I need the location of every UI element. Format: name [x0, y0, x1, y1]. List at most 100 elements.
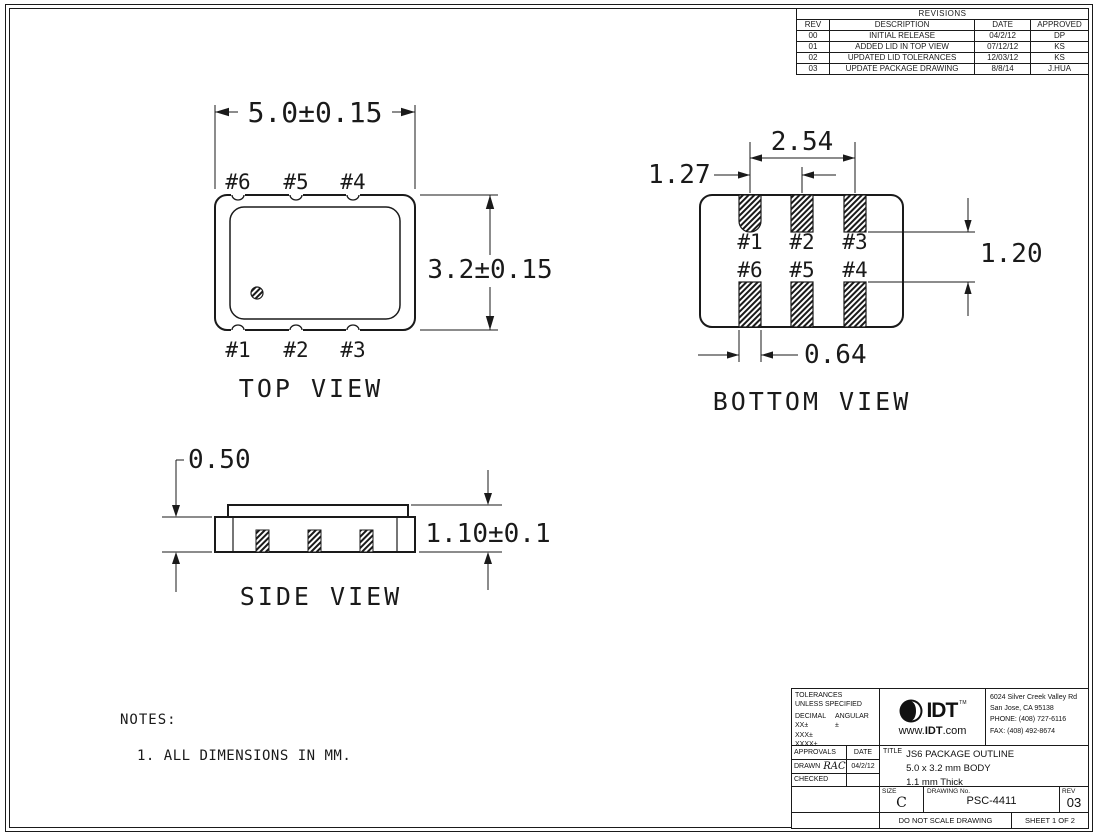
drawn-label: DRAWN [794, 762, 821, 770]
pin-label: #2 [789, 230, 814, 254]
bottom-view-label: BOTTOM VIEW [713, 387, 912, 416]
lid-profile [227, 504, 409, 518]
pin-label: #4 [842, 258, 867, 282]
sheet-inner-border [9, 8, 1089, 828]
approvals-label: APPROVALS [792, 746, 847, 759]
side-view-label: SIDE VIEW [240, 582, 402, 611]
pin-label: #2 [283, 338, 308, 362]
revision-row: 01 ADDED LID IN TOP VIEW 07/12/12 KS [796, 41, 1089, 53]
address-line: FAX: (408) 492-8674 [990, 727, 1055, 735]
revisions-table: REVISIONS REV DESCRIPTION DATE APPROVED … [796, 8, 1089, 75]
pin-label: #4 [340, 170, 365, 194]
description-cell: INITIAL RELEASE [828, 30, 976, 42]
date-label: DATE [853, 748, 873, 756]
side-pad [255, 529, 270, 553]
description-cell: UPDATE PACKAGE DRAWING [828, 63, 976, 75]
title-line-3: 1.1 mm Thick [906, 776, 963, 788]
pin-label: #5 [789, 258, 814, 282]
empty-cell [792, 813, 880, 828]
revision-row: 02 UPDATED LID TOLERANCES 12/03/12 KS [796, 52, 1089, 64]
idt-logo: IDT TM [898, 698, 967, 724]
drawing-no-value: PSC-4411 [966, 795, 1017, 807]
approved-cell: J.HUA [1030, 63, 1089, 75]
title-block-bottom-row: DO NOT SCALE DRAWING SHEET 1 OF 2 [792, 813, 1088, 828]
address-line: San Jose, CA 95138 [990, 705, 1054, 713]
pin-label: #6 [225, 170, 250, 194]
col-description: DESCRIPTION [828, 19, 976, 31]
sheet-outer-border [5, 4, 1093, 832]
revision-row: 03 UPDATE PACKAGE DRAWING 8/8/14 J.HUA [796, 63, 1089, 75]
revisions-title: REVISIONS [796, 8, 1089, 20]
notes-heading: NOTES: [120, 712, 177, 728]
logo-tm: TM [959, 699, 967, 706]
tol-xxx: XXX± [795, 731, 813, 739]
side-view-lid-dimension [172, 459, 184, 592]
side-view-drawing: 0.50 1.10±0.1 SIDE VIEW [162, 445, 551, 611]
checked-row: CHECKED [792, 773, 879, 786]
sheet-note: SHEET 1 OF 2 [1025, 816, 1075, 825]
pad-width-dim-text: 0.64 [804, 340, 867, 370]
revision-row: 00 INITIAL RELEASE 04/2/12 DP [796, 30, 1089, 42]
top-view-height-dimension [420, 194, 498, 331]
bottom-view-row-gap-dimension [868, 198, 975, 316]
approved-cell: DP [1030, 30, 1089, 42]
col-approved: APPROVED [1030, 19, 1089, 31]
tolerances-cell: TOLERANCES UNLESS SPECIFIED DECIMAL ANGU… [792, 689, 880, 748]
website: www.IDT.com [898, 724, 967, 737]
side-view-height-dimension [484, 470, 492, 590]
drawn-signature: RAC [823, 760, 846, 772]
date-cell: 12/03/12 [974, 52, 1032, 64]
top-view-width-dim-text: 5.0±0.15 [248, 96, 383, 129]
rev-value: 03 [1066, 795, 1082, 810]
col-date: DATE [974, 19, 1032, 31]
scale-note: DO NOT SCALE DRAWING [880, 813, 1012, 828]
description-cell: ADDED LID IN TOP VIEW [828, 41, 976, 53]
revisions-header-row: REV DESCRIPTION DATE APPROVED [796, 19, 1089, 31]
pad-4 [843, 281, 867, 328]
size-label: SIZE [882, 788, 897, 795]
drawn-date: 04/2/12 [851, 762, 875, 770]
tolerances-line2: UNLESS SPECIFIED [795, 701, 862, 709]
drawing-no-label: DRAWING No. [927, 788, 971, 795]
top-view-height-dim-text: 3.2±0.15 [427, 255, 552, 285]
pin-label: #3 [842, 230, 867, 254]
tolerances-line1: TOLERANCES [795, 692, 843, 699]
bottom-view-pad-width-dimension [698, 330, 798, 362]
description-cell: UPDATED LID TOLERANCES [828, 52, 976, 64]
lid-dim-text: 0.50 [188, 445, 251, 475]
decimal-label: DECIMAL [795, 712, 827, 720]
body-end-lines [232, 517, 398, 552]
tol-angular: ± [835, 722, 839, 730]
title-line-1: JS6 PACKAGE OUTLINE [906, 749, 1015, 760]
bottom-view-pitch-dimensions [714, 142, 856, 193]
pad-6 [738, 281, 762, 328]
size-value: C [896, 795, 907, 811]
top-view-width-dimension [214, 105, 416, 189]
logo-cell: IDT TM www.IDT.com [880, 689, 986, 745]
tol-xx: XX± [795, 722, 809, 730]
date-cell: 8/8/14 [974, 63, 1032, 75]
approvals-header-row: APPROVALS DATE [792, 746, 879, 760]
row-gap-dim-text: 1.20 [980, 239, 1043, 269]
angular-label: ANGULAR [835, 712, 869, 720]
pin-label: #6 [737, 258, 762, 282]
revisions-title-row: REVISIONS [796, 8, 1089, 20]
half-pitch-dim-text: 1.27 [648, 160, 711, 190]
height-dim-text: 1.10±0.1 [425, 519, 550, 549]
approved-cell: KS [1030, 52, 1089, 64]
logo-text: IDT [926, 699, 958, 722]
size-cell: SIZE C [880, 787, 924, 812]
date-cell: 07/12/12 [974, 41, 1032, 53]
address-line: 6024 Silver Creek Valley Rd [990, 694, 1078, 701]
pad-2 [790, 194, 814, 233]
pin1-marker-dot [250, 286, 264, 300]
pad-5 [790, 281, 814, 328]
drawing-number-cell: DRAWING No. PSC-4411 [924, 787, 1060, 812]
pin-label: #1 [737, 230, 762, 254]
tol-xxxx: XXXX± [795, 741, 818, 749]
rev-cell: 01 [796, 41, 830, 53]
side-view-extension-lines [162, 504, 502, 553]
